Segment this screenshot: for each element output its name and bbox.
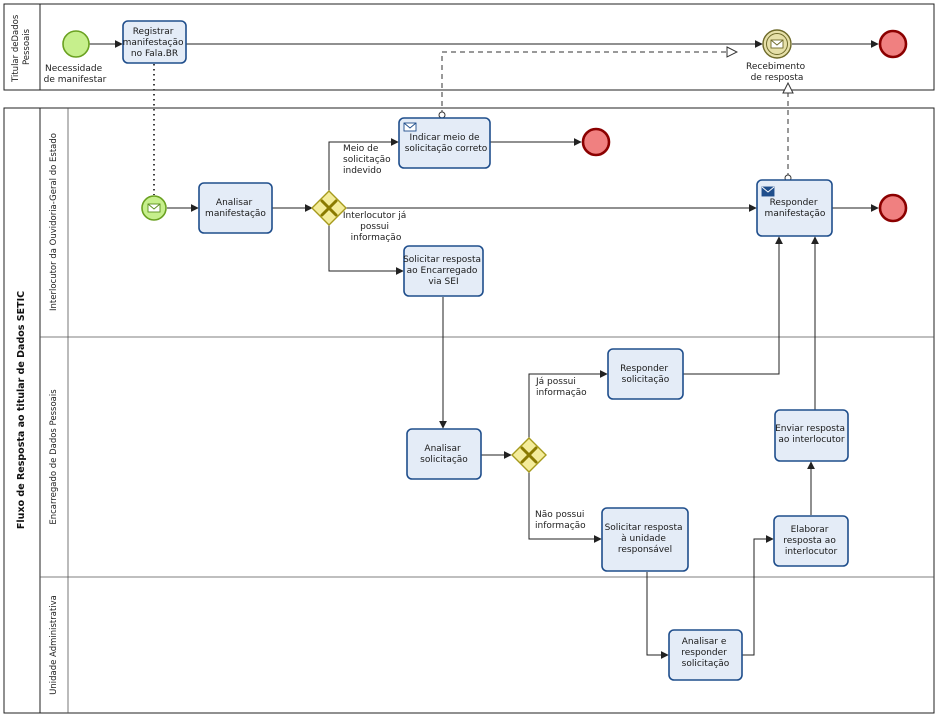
flow-gateway2-to-responder-sol bbox=[528, 370, 608, 438]
message-flows bbox=[153, 52, 791, 195]
lane-encarregado-label: Encarregado de Dados Pessoais bbox=[49, 389, 59, 525]
flow-gateway2-to-solicitar-unidade bbox=[528, 472, 602, 543]
pool-fluxo-label: Fluxo de Resposta ao titular de Dados SE… bbox=[16, 291, 27, 529]
task-solicitar-unidade: Solicitar resposta à unidade responsável bbox=[601, 507, 689, 572]
pool-titular: Titular deDados Pessoais bbox=[3, 3, 935, 91]
svg-text:Responder solicitação: Responder solicitação bbox=[620, 364, 671, 385]
flow-gateway-to-indicar bbox=[328, 138, 399, 192]
task-elaborar-resposta: Elaborar resposta ao interlocutor bbox=[773, 515, 849, 567]
end-event-titular bbox=[878, 29, 908, 59]
lane-unidade-label: Unidade Administrativa bbox=[49, 595, 59, 695]
message-intermediate-event bbox=[762, 29, 792, 59]
task-analisar-responder: Analisar e responder solicitação bbox=[668, 629, 743, 681]
envelope-icon bbox=[403, 122, 417, 132]
task-solicitar-encarregado: Solicitar resposta ao Encarregado via SE… bbox=[403, 245, 484, 297]
svg-text:Enviar resposta ao inter: Enviar resposta ao interlocutor bbox=[775, 424, 848, 445]
svg-text:Analisar solicitação: Analisar solicitação bbox=[420, 444, 468, 465]
pool-titular-label: Titular deDados Pessoais bbox=[11, 12, 32, 83]
events: Necessidade de manifestar Recebimento de… bbox=[44, 29, 908, 223]
lane-ouvidoria-label: Interlocutor da Ouvidoria-Geral do Estad… bbox=[49, 133, 59, 311]
message-indicar-to-titular bbox=[441, 52, 737, 115]
flow-gateway-to-solicitar bbox=[328, 225, 404, 275]
task-registrar: Registrar manifestação no Fala.BR bbox=[122, 20, 187, 64]
svg-text:Solicitar resposta ao En: Solicitar resposta ao Encarregado via SE… bbox=[403, 255, 484, 287]
start-event bbox=[62, 30, 90, 58]
flow-solicitar-unidade-to-analisar-responder bbox=[646, 572, 669, 659]
label-meio-indevido: Meio de solicitação indevido bbox=[343, 144, 394, 176]
task-enviar-resposta: Enviar resposta ao interlocutor bbox=[774, 409, 849, 462]
label-nao-possui: Não possui informação bbox=[535, 510, 587, 531]
gateway-1 bbox=[311, 190, 347, 226]
lanes: Interlocutor da Ouvidoria-Geral do Estad… bbox=[40, 108, 934, 713]
end-event-responder bbox=[878, 193, 908, 223]
message-origin-indicar bbox=[438, 111, 446, 119]
sequence-flows bbox=[89, 40, 879, 659]
task-analisar-solicitacao: Analisar solicitação bbox=[406, 428, 482, 480]
message-start-event bbox=[141, 195, 167, 221]
flow-responder-sol-to-responder-man bbox=[683, 236, 783, 375]
label-interlocutor-possui: Interlocutor já possui informação bbox=[343, 211, 409, 243]
envelope-icon bbox=[770, 39, 784, 49]
flow-labels: Meio de solicitação indevido Interlocuto… bbox=[343, 144, 587, 531]
task-analisar-manifestacao: Analisar manifestação bbox=[198, 182, 273, 234]
svg-text:Registrar manifestação: Registrar manifestação no Fala.BR bbox=[123, 27, 187, 59]
task-responder-manifestacao: Responder manifestação bbox=[756, 179, 833, 237]
svg-text:Analisar manifestação: Analisar manifestação bbox=[205, 198, 266, 219]
envelope-icon bbox=[147, 203, 161, 213]
recebimento-label: Recebimento de resposta bbox=[746, 62, 808, 83]
svg-text:Indicar meio de solicita: Indicar meio de solicitação correto bbox=[405, 133, 488, 154]
task-responder-solicitacao: Responder solicitação bbox=[607, 348, 684, 400]
gateway-2 bbox=[511, 437, 547, 473]
start-event-label: Necessidade de manifestar bbox=[44, 64, 107, 85]
exclusive-x-icon bbox=[320, 199, 338, 217]
svg-text:Elaborar resposta ao: Elaborar resposta ao interlocutor bbox=[783, 525, 838, 557]
label-ja-possui: Já possui informação bbox=[535, 377, 587, 398]
svg-text:Responder manifestação: Responder manifestação bbox=[765, 198, 826, 219]
pool-fluxo: Fluxo de Resposta ao titular de Dados SE… bbox=[3, 107, 935, 714]
svg-text:Solicitar resposta à uni: Solicitar resposta à unidade responsável bbox=[605, 523, 686, 555]
svg-text:Analisar e responder: Analisar e responder solicitação bbox=[681, 637, 730, 669]
end-event-indicar bbox=[581, 127, 611, 157]
task-indicar-meio: Indicar meio de solicitação correto bbox=[398, 117, 491, 169]
flow-analisar-responder-to-elaborar bbox=[742, 535, 774, 656]
exclusive-x-icon bbox=[520, 446, 538, 464]
